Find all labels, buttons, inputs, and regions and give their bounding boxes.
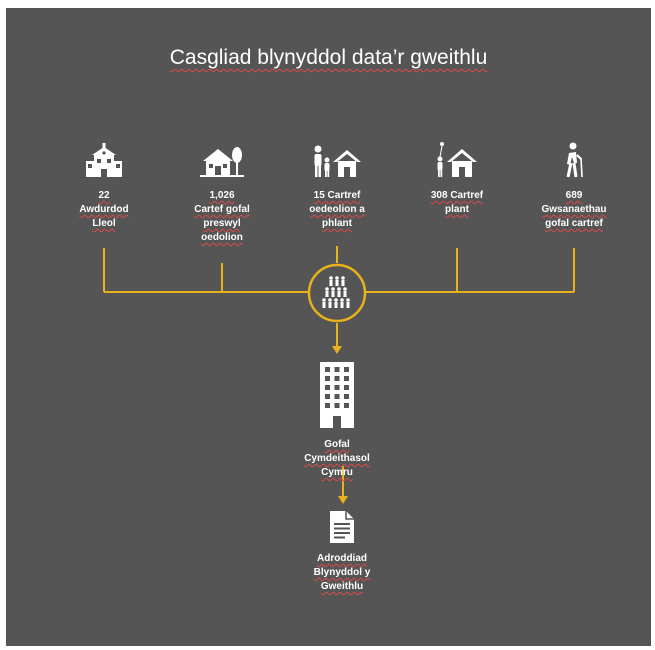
source-adult-care-homes: 1,026 Cartef gofal preswyl oedolion [162,141,282,245]
workforce-group-icon [307,263,367,323]
source-label-local-authorities: 22 Awdurdod Lleol [79,190,129,229]
child-home-icon [437,142,477,177]
organisation-node: Gofal Cymdeithasol Cymru [277,360,397,480]
arrowhead-org [332,346,342,354]
source-label-adult-child-homes: 15 Cartref oedeolion a phlant [309,190,365,229]
document-icon [330,511,354,543]
school-building-icon [86,143,122,177]
source-label-adult-care-homes: 1,026 Cartef gofal preswyl oedolion [194,190,250,243]
workforce-hub [307,263,367,323]
elderly-walking-icon [566,142,583,178]
source-local-authorities: 22 Awdurdod Lleol [44,141,164,231]
family-home-icon [314,145,361,177]
organisation-label: Gofal Cymdeithasol Cymru [304,439,370,478]
care-home-icon [200,147,244,177]
diagram-canvas: Casgliad blynyddol data’r gweithlu 22 Aw… [6,8,651,646]
source-label-childrens-homes: 308 Cartref plant [430,190,484,215]
arrowhead-report [338,496,348,504]
source-domiciliary-care: 689 Gwsanaethau gofal cartref [514,141,634,231]
diagram-title: Casgliad blynyddol data’r gweithlu [169,46,488,69]
source-label-domiciliary-care: 689 Gwsanaethau gofal cartref [541,190,607,229]
report-node: Adroddiad Blynyddol y Gweithlu [282,510,402,594]
source-adult-child-homes: 15 Cartref oedeolion a phlant [277,141,397,231]
source-childrens-homes: 308 Cartref plant [397,141,517,217]
office-building-icon [320,362,354,428]
report-label: Adroddiad Blynyddol y Gweithlu [313,553,371,592]
